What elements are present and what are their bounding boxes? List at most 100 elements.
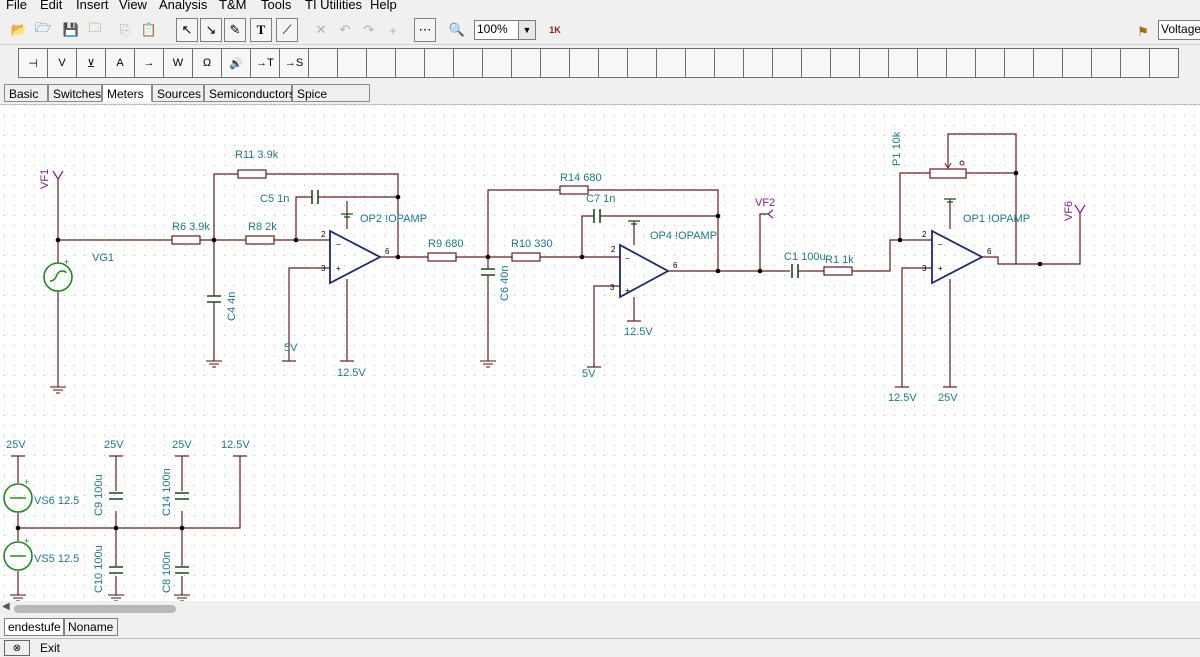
palette-empty-slot[interactable] bbox=[1062, 48, 1092, 78]
horizontal-scrollbar[interactable]: ◀ bbox=[0, 601, 1200, 617]
chevron-down-icon[interactable]: ▼ bbox=[518, 21, 535, 39]
palette-empty-slot[interactable] bbox=[714, 48, 744, 78]
resistor-r8[interactable] bbox=[245, 235, 275, 245]
tab-switches[interactable]: Switches bbox=[48, 84, 102, 102]
source-vs6[interactable] bbox=[3, 483, 33, 513]
scroll-thumb[interactable] bbox=[14, 605, 176, 613]
palette-empty-slot[interactable] bbox=[685, 48, 715, 78]
menu-tm[interactable]: T&M bbox=[219, 0, 247, 12]
undo-icon[interactable]: ↶ bbox=[339, 22, 351, 37]
palette-empty-slot[interactable] bbox=[424, 48, 454, 78]
pointer-tool-icon[interactable]: ↖ bbox=[176, 18, 198, 42]
palette-empty-slot[interactable] bbox=[656, 48, 686, 78]
grid-icon[interactable]: ⋯ bbox=[414, 18, 436, 42]
palette-empty-slot[interactable] bbox=[308, 48, 338, 78]
probe-settings-icon[interactable]: ⚑ bbox=[1137, 24, 1149, 39]
palette-empty-slot[interactable] bbox=[569, 48, 599, 78]
circuit-probe-icon[interactable]: 1K bbox=[549, 25, 561, 35]
palette-ammeter-gauge-icon[interactable]: ⊻ bbox=[76, 48, 106, 78]
palette-empty-slot[interactable] bbox=[395, 48, 425, 78]
palette-signal-icon[interactable]: →S bbox=[279, 48, 309, 78]
tab-semiconductors[interactable]: Semiconductors bbox=[204, 84, 295, 102]
redo-icon[interactable]: ↷ bbox=[363, 22, 375, 37]
copy-icon[interactable]: ⎘ bbox=[119, 22, 131, 37]
capacitor-c14[interactable] bbox=[175, 492, 189, 500]
tab-spice-macros[interactable]: Spice Macros bbox=[292, 84, 370, 119]
tab-meters[interactable]: Meters bbox=[102, 84, 152, 102]
probe-vf6[interactable] bbox=[1074, 204, 1086, 214]
palette-empty-slot[interactable] bbox=[743, 48, 773, 78]
tab-basic[interactable]: Basic bbox=[4, 84, 48, 102]
pin-icon[interactable]: + bbox=[389, 22, 397, 38]
paste-icon[interactable]: 📋 bbox=[140, 22, 158, 37]
graphic-tool-icon[interactable]: ⟋ bbox=[276, 18, 298, 42]
capacitor-c8[interactable] bbox=[175, 566, 189, 574]
potentiometer-p1[interactable] bbox=[929, 168, 967, 179]
palette-empty-slot[interactable] bbox=[482, 48, 512, 78]
palette-empty-slot[interactable] bbox=[859, 48, 889, 78]
resistor-r1[interactable] bbox=[823, 266, 853, 276]
palette-empty-slot[interactable] bbox=[917, 48, 947, 78]
menu-insert[interactable]: Insert bbox=[76, 0, 109, 12]
new-file-icon[interactable]: 📂 bbox=[10, 22, 28, 37]
palette-empty-slot[interactable] bbox=[1033, 48, 1063, 78]
resistor-r14[interactable] bbox=[559, 185, 589, 195]
palette-speaker-icon[interactable]: 🔊 bbox=[221, 48, 251, 78]
resistor-r10[interactable] bbox=[511, 252, 541, 262]
palette-empty-slot[interactable] bbox=[801, 48, 831, 78]
capacitor-c10[interactable] bbox=[109, 566, 123, 574]
palette-empty-slot[interactable] bbox=[337, 48, 367, 78]
save-icon[interactable]: 💾 bbox=[62, 22, 80, 37]
palette-empty-slot[interactable] bbox=[453, 48, 483, 78]
palette-empty-slot[interactable] bbox=[946, 48, 976, 78]
palette-wattmeter-icon[interactable]: W bbox=[163, 48, 193, 78]
exit-button[interactable]: ⊗ Exit bbox=[4, 640, 64, 656]
opamp-op2[interactable] bbox=[329, 229, 382, 285]
capacitor-c9[interactable] bbox=[109, 492, 123, 500]
menu-tools[interactable]: Tools bbox=[261, 0, 292, 12]
palette-empty-slot[interactable] bbox=[366, 48, 396, 78]
palette-empty-slot[interactable] bbox=[627, 48, 657, 78]
sheet-tab-endestufe[interactable]: endestufe bbox=[4, 618, 64, 636]
tab-sources[interactable]: Sources bbox=[152, 84, 204, 102]
opamp-op4[interactable] bbox=[619, 243, 670, 299]
palette-arrow-icon[interactable]: → bbox=[134, 48, 164, 78]
menu-help[interactable]: Help bbox=[370, 0, 397, 12]
palette-empty-slot[interactable] bbox=[772, 48, 802, 78]
palette-empty-slot[interactable] bbox=[975, 48, 1005, 78]
sheet-tab-noname[interactable]: Noname bbox=[64, 618, 118, 636]
palette-voltmeter-icon[interactable]: V bbox=[47, 48, 77, 78]
palette-empty-slot[interactable] bbox=[598, 48, 628, 78]
delete-icon[interactable]: ✕ bbox=[315, 22, 327, 37]
save-as-icon[interactable]: 🗀 bbox=[88, 20, 102, 35]
palette-empty-slot[interactable] bbox=[1149, 48, 1179, 78]
probe-vf2[interactable] bbox=[767, 209, 774, 219]
schematic-canvas[interactable]: 2 3 6 − + 2 3 6 − + 2 3 6 − + + + + bbox=[0, 104, 1200, 602]
pen-tool-icon[interactable]: ✎ bbox=[224, 18, 246, 42]
palette-empty-slot[interactable] bbox=[1120, 48, 1150, 78]
palette-empty-slot[interactable] bbox=[1004, 48, 1034, 78]
probe-vf1[interactable] bbox=[52, 170, 64, 180]
scroll-left-icon[interactable]: ◀ bbox=[2, 601, 10, 612]
palette-empty-slot[interactable] bbox=[1091, 48, 1121, 78]
text-tool-icon[interactable]: T bbox=[250, 18, 272, 42]
menu-edit[interactable]: Edit bbox=[40, 0, 63, 12]
resistor-r9[interactable] bbox=[427, 252, 457, 262]
palette-empty-slot[interactable] bbox=[511, 48, 541, 78]
palette-empty-slot[interactable] bbox=[888, 48, 918, 78]
palette-timer-icon[interactable]: →T bbox=[250, 48, 280, 78]
opamp-op1[interactable] bbox=[931, 229, 984, 285]
palette-ohmmeter-icon[interactable]: Ω bbox=[192, 48, 222, 78]
resistor-r6[interactable] bbox=[171, 235, 201, 245]
zoom-select[interactable]: 100% ▼ bbox=[474, 20, 536, 40]
menu-file[interactable]: File bbox=[6, 0, 27, 12]
palette-ammeter-icon[interactable]: A bbox=[105, 48, 135, 78]
menu-ti-utilities[interactable]: TI Utilities bbox=[305, 0, 363, 12]
palette-empty-slot[interactable] bbox=[540, 48, 570, 78]
palette-switch-icon[interactable]: ⊣ bbox=[18, 48, 48, 78]
menu-view[interactable]: View bbox=[119, 0, 147, 12]
resistor-r11[interactable] bbox=[237, 169, 267, 179]
source-vs5[interactable] bbox=[3, 541, 33, 571]
voltage-select[interactable]: Voltage bbox=[1158, 20, 1200, 40]
menu-analysis[interactable]: Analysis bbox=[159, 0, 208, 12]
